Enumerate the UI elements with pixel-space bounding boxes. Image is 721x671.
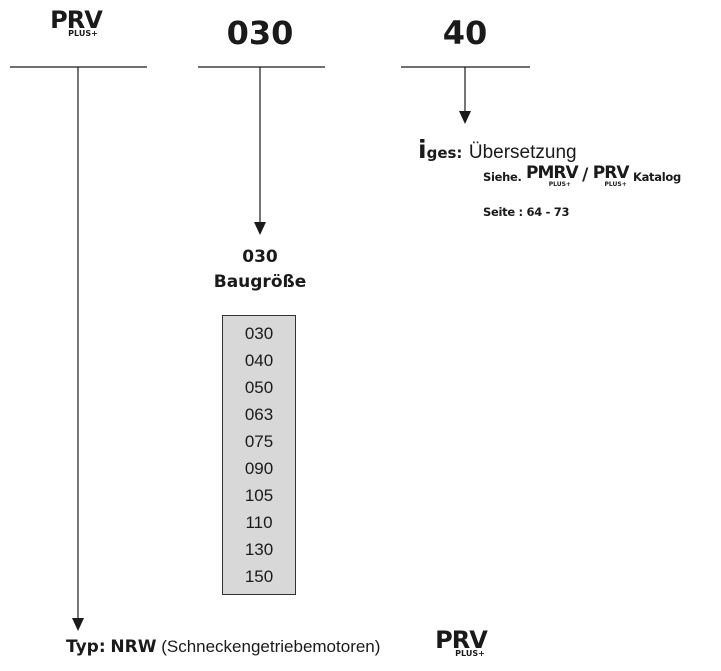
size-option: 105 xyxy=(244,486,274,505)
pmrv-logo: PMRV PLUS+ xyxy=(526,163,579,188)
size-option: 063 xyxy=(244,405,274,424)
ratio-colon: : xyxy=(456,144,463,162)
ratio-symbol-line: iges: Übersetzung xyxy=(418,135,577,164)
type-prefix: Typ: xyxy=(66,637,106,657)
size-option: 075 xyxy=(244,432,274,451)
brand-logo: PRV PLUS+ xyxy=(46,8,106,38)
arrow-head-size xyxy=(254,222,266,235)
size-value: 030 xyxy=(242,247,278,267)
size-option: 030 xyxy=(244,324,274,343)
size-option: 150 xyxy=(244,567,274,586)
prv-logo-catalog-main: PRV xyxy=(592,163,630,183)
logo-separator: / xyxy=(582,165,589,185)
ratio-symbol: i xyxy=(418,135,427,164)
size-option: 040 xyxy=(244,351,274,370)
prv-logo-catalog: PRV PLUS+ xyxy=(592,163,630,188)
pmrv-logo-sub: PLUS+ xyxy=(548,181,571,188)
brand-logo-sub: PLUS+ xyxy=(68,29,98,38)
brand-logo-main: PRV xyxy=(50,6,103,34)
size-label: Baugröße xyxy=(213,272,307,292)
size-option: 130 xyxy=(244,540,274,559)
ratio-label: Übersetzung xyxy=(468,142,577,163)
arrow-head-type xyxy=(72,618,84,631)
see-prefix: Siehe. xyxy=(483,170,522,184)
size-option: 110 xyxy=(245,513,273,532)
catalog-label: Katalog xyxy=(632,170,681,184)
size-option: 090 xyxy=(244,459,274,478)
catalog-reference: Siehe. PMRV PLUS+ / PRV PLUS+ Katalog xyxy=(483,165,719,188)
type-logo-sub: PLUS+ xyxy=(455,649,485,658)
type-description: (Schneckengetriebemotoren) xyxy=(161,637,381,656)
ratio-symbol-sub: ges xyxy=(426,144,457,162)
size-option: 050 xyxy=(244,378,274,397)
size-code: 030 xyxy=(226,14,294,52)
type-code: NRW xyxy=(110,637,157,657)
pmrv-logo-main: PMRV xyxy=(526,163,579,183)
arrow-head-ratio xyxy=(459,111,471,124)
page-reference: Seite : 64 - 73 xyxy=(483,205,570,219)
type-logo-main: PRV xyxy=(435,626,488,654)
size-options-list: 030 040 050 063 075 090 105 110 130 150 xyxy=(222,315,296,595)
type-logo: PRV PLUS+ xyxy=(426,628,496,658)
type-line: Typ: NRW (Schneckengetriebemotoren) xyxy=(66,637,380,657)
ratio-code: 40 xyxy=(442,14,488,52)
prv-logo-catalog-sub: PLUS+ xyxy=(604,181,627,188)
